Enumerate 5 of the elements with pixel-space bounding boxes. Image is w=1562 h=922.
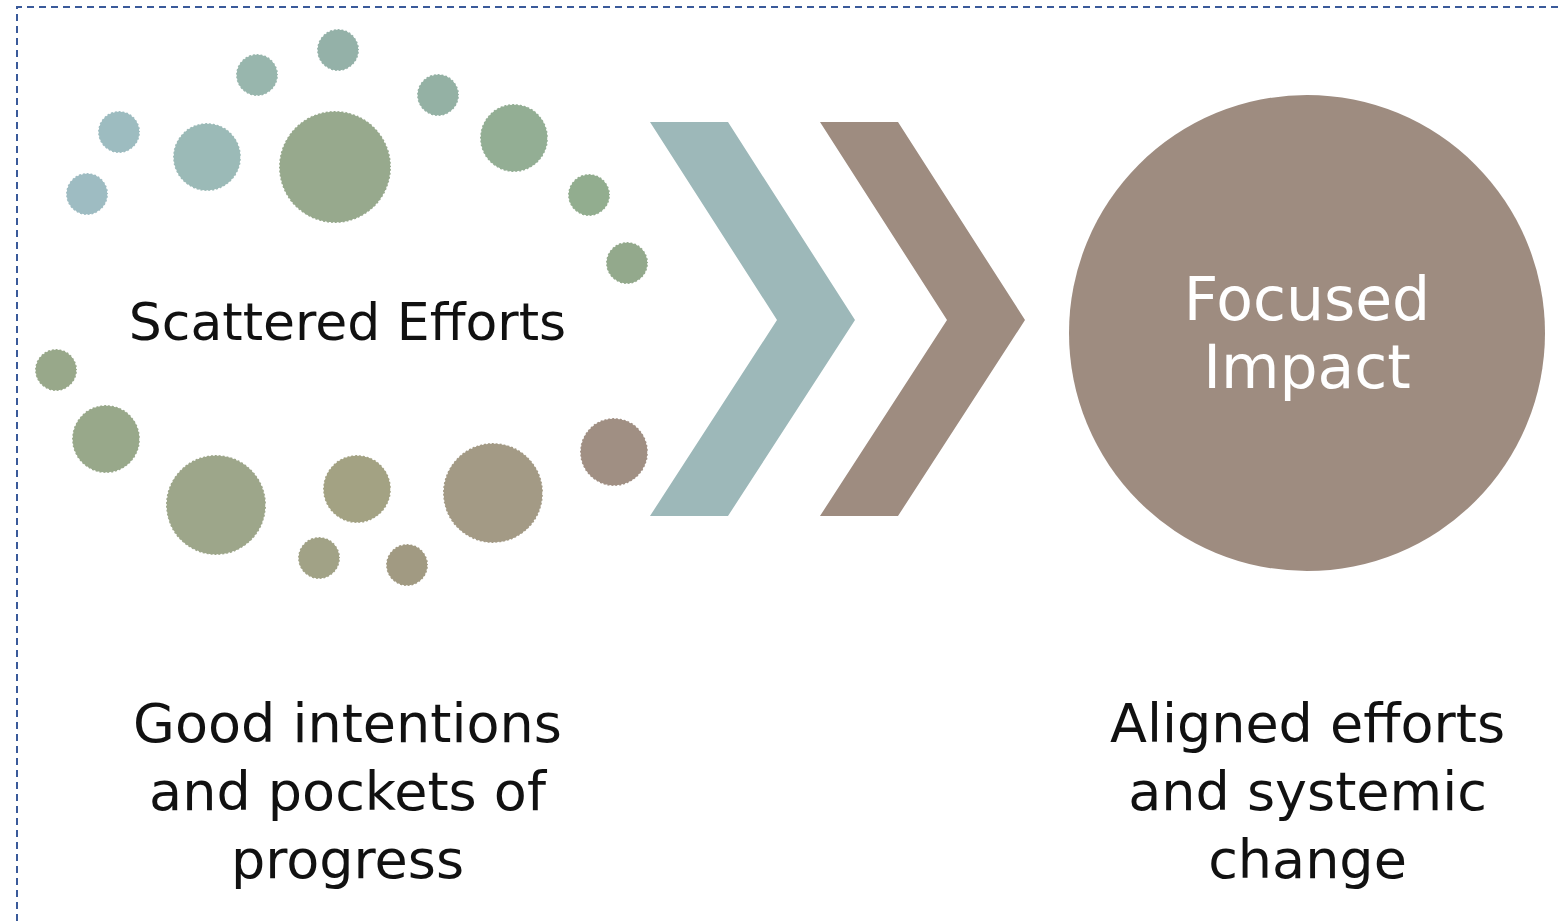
node-label: Scattered Efforts xyxy=(128,292,567,352)
chevron-arrow xyxy=(650,122,1025,516)
node-label: Focused Impact xyxy=(1182,265,1432,401)
caption-text: Aligned efforts and systemic change xyxy=(1108,691,1507,893)
caption-text: Good intentions and pockets of progress xyxy=(132,691,563,893)
